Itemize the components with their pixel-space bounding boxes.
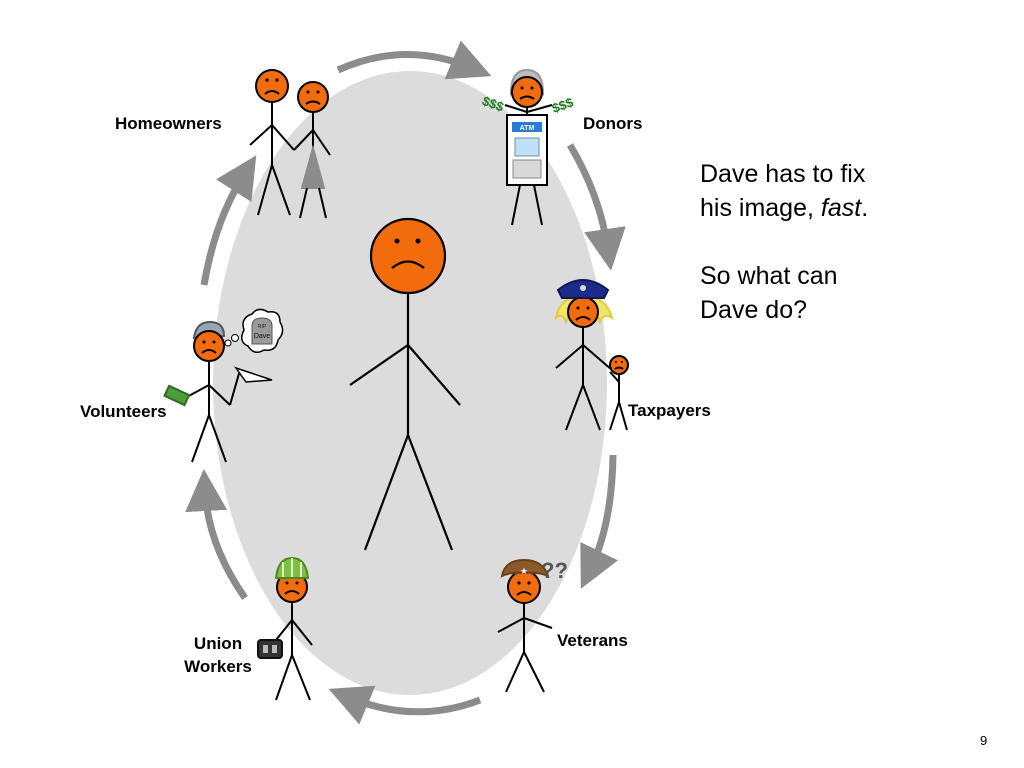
label-union-line2: Workers [184,657,252,676]
side-line2-text: his image, [700,194,821,222]
label-union-workers: Union Workers [178,632,258,678]
lunchbox-icon [257,639,283,659]
side-line2-end: . [861,194,869,222]
side-text: Dave has to fix his image, fast. So what… [700,157,868,327]
homeowners-figures [249,69,331,219]
side-line2-italic: fast [820,194,862,222]
arrow-volunteers-to-homeowners [200,155,257,286]
side-line2: his image, fast. [700,191,868,225]
side-line3: So what can [700,262,838,290]
svg-text:★: ★ [520,567,528,577]
center-ellipse [213,71,607,695]
dave-figure [349,217,461,551]
label-homeowners: Homeowners [115,114,222,133]
arrow-donors-to-taxpayers [566,143,626,271]
side-line1: Dave has to fix [700,160,866,188]
money-left: $$$ [480,93,506,115]
page-number: 9 [980,733,988,748]
cash-icon [163,384,191,407]
label-volunteers: Volunteers [80,402,167,421]
volunteer-figure [163,308,284,463]
cycle-arrows [185,40,626,725]
label-veterans: Veterans [557,631,628,650]
veteran-hat-icon [500,558,550,578]
dave-face [369,217,447,295]
veterans-figure: ★ [497,558,553,693]
question-marks: ?? [541,558,568,583]
flyer-icon [234,366,273,383]
label-union-line1: Union [193,634,243,653]
side-line4: Dave do? [700,296,808,324]
donors-figure [504,68,553,226]
atm-text: ATM [520,125,535,132]
money-right: $$$ [550,94,576,116]
union-worker-figure [257,556,313,701]
tombstone-icon [251,317,273,345]
label-taxpayers: Taxpayers [628,401,711,420]
arrow-union-to-volunteers [185,469,248,601]
arrow-veterans-to-union [328,685,482,725]
label-donors: Donors [583,114,643,133]
arrow-homeowners-to-donors [336,40,492,80]
taxpayers-figures [554,279,629,431]
tombstone-rip: RIP [258,324,267,330]
arrow-taxpayers-to-veterans [580,454,619,589]
tombstone-name: Dave [254,333,270,340]
